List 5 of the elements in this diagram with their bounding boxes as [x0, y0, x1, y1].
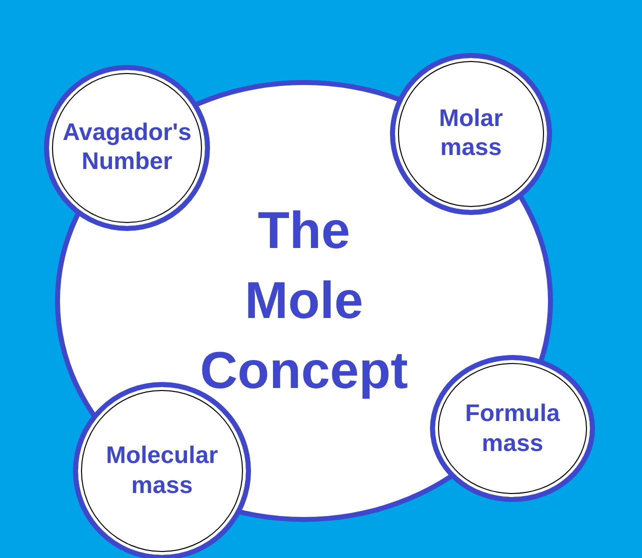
topic-label: Molar mass [438, 105, 504, 163]
central-title: The Mole Concept [199, 200, 409, 402]
topic-label: Formula mass [464, 398, 561, 458]
topic-label: Avagador's Number [62, 119, 192, 177]
topic-label: Molecular mass [104, 441, 220, 501]
